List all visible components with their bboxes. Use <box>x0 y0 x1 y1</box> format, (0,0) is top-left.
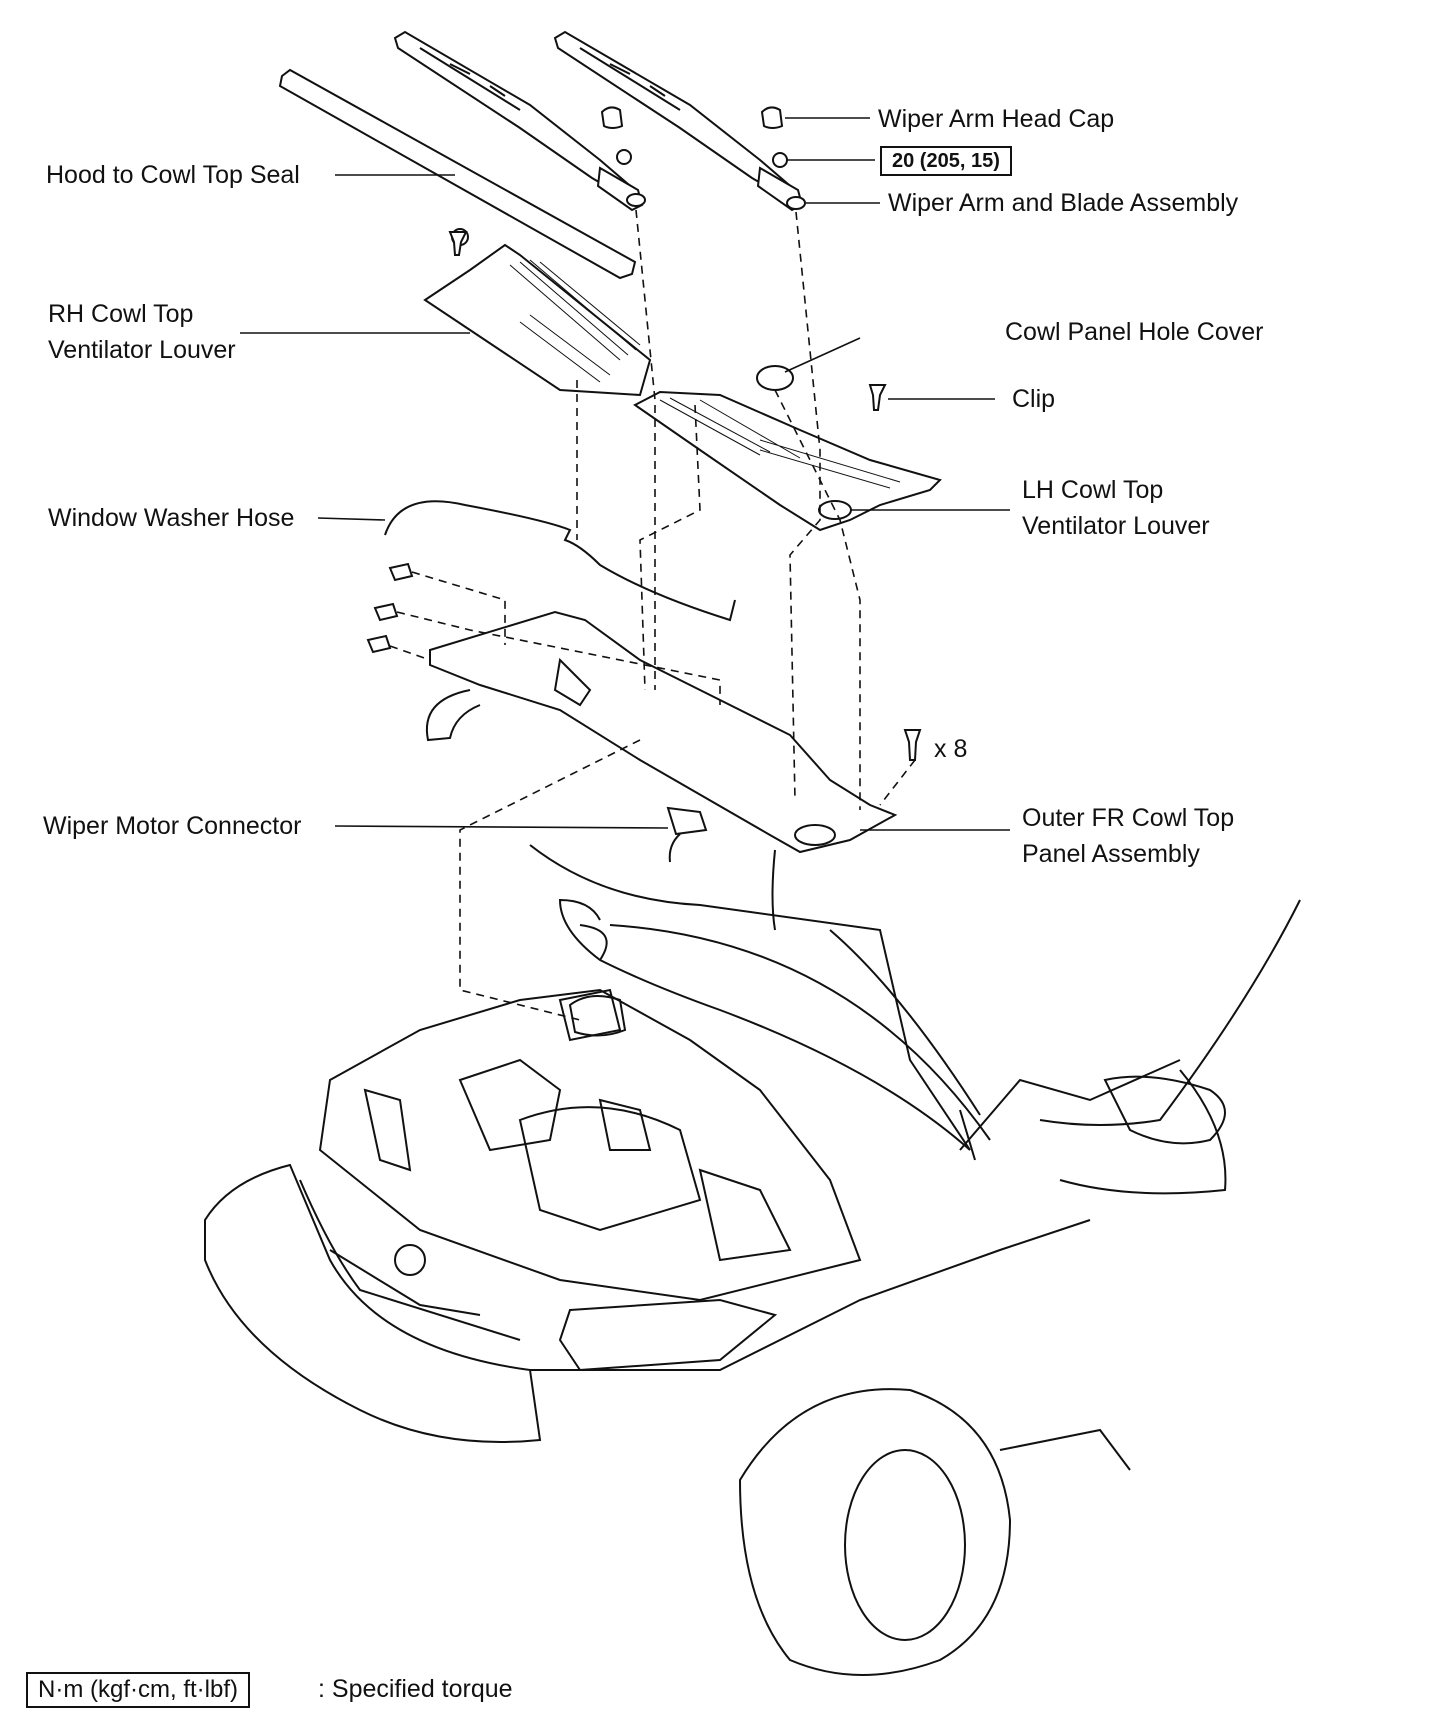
rh-cowl-top-louver-label-line2: Ventilator Louver <box>48 336 236 364</box>
hood-to-cowl-top-seal-label: Hood to Cowl Top Seal <box>46 161 300 189</box>
nut-torque-value-box: 20 (205, 15) <box>880 146 1012 176</box>
wiper-motor-connector-label: Wiper Motor Connector <box>43 812 302 840</box>
vehicle-front-outline <box>204 844 1301 1676</box>
window-washer-hose-label: Window Washer Hose <box>48 504 295 532</box>
specified-torque-legend-text: : Specified torque <box>318 1675 513 1703</box>
assembly-dashed-lines <box>389 209 916 1021</box>
window-washer-hose <box>384 500 736 622</box>
outer-fr-cowl-top-panel <box>425 610 898 931</box>
lh-cowl-top-louver <box>633 390 942 532</box>
rh-cowl-top-louver-label-line1: RH Cowl Top <box>48 300 194 328</box>
lh-cowl-top-louver-label-line2: Ventilator Louver <box>1022 512 1210 540</box>
rh-wiper-arm-blade <box>393 30 646 212</box>
clips <box>448 231 887 411</box>
hood-to-cowl-top-seal <box>278 68 637 280</box>
leader-lines <box>240 117 1010 831</box>
outer-fr-cowl-top-panel-label: Outer FR Cowl Top Panel Assembly <box>1022 800 1234 872</box>
wiper-arm-head-cap-label: Wiper Arm Head Cap <box>878 105 1115 133</box>
lh-wiper-arm-blade <box>553 30 806 212</box>
cowl-panel-hole-cover-label: Cowl Panel Hole Cover <box>1005 318 1264 346</box>
lh-cowl-top-louver-label: LH Cowl Top Ventilator Louver <box>1022 472 1210 544</box>
clip-label: Clip <box>1012 385 1056 413</box>
lh-cowl-top-louver-label-line1: LH Cowl Top <box>1022 476 1164 504</box>
torque-unit-legend-box: N·m (kgf·cm, ft·lbf) <box>26 1672 250 1708</box>
panel-bolts <box>366 562 922 761</box>
outer-fr-cowl-top-panel-label-line2: Panel Assembly <box>1022 840 1200 868</box>
bolt-quantity-label: x 8 <box>934 735 968 763</box>
wiper-motor-connector <box>666 806 708 863</box>
cowl-panel-hole-cover <box>756 365 794 391</box>
outer-fr-cowl-top-panel-label-line1: Outer FR Cowl Top <box>1022 804 1235 832</box>
wiper-arm-blade-assembly-label: Wiper Arm and Blade Assembly <box>888 189 1239 217</box>
rh-cowl-top-louver-label: RH Cowl Top Ventilator Louver <box>48 296 236 368</box>
